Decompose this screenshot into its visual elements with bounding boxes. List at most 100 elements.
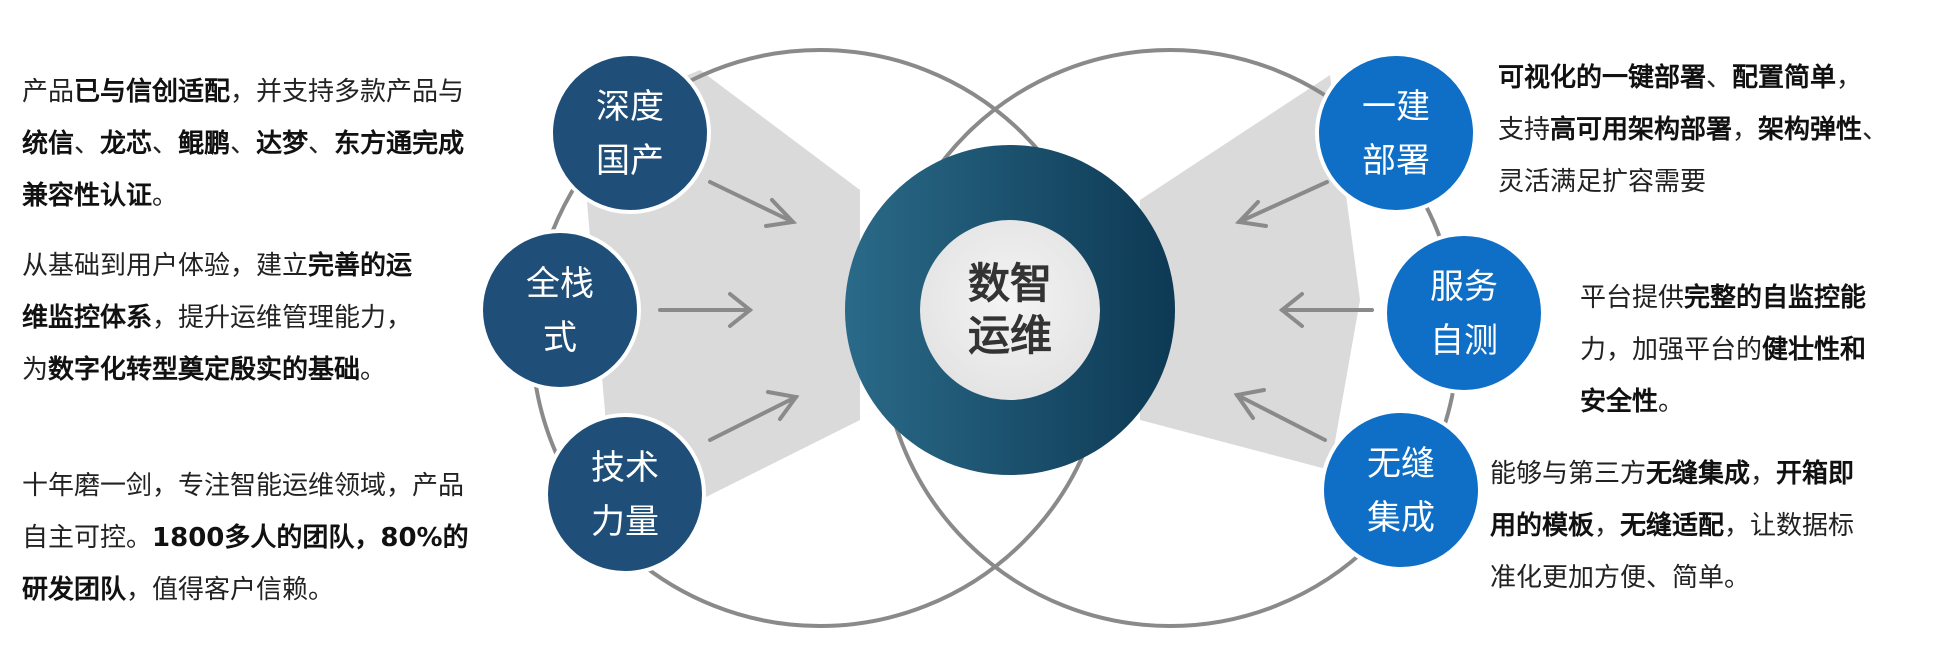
arrow-right-mid: [1278, 292, 1374, 328]
desc-deep-domestic: 产品已与信创适配，并支持多款产品与统信、龙芯、鲲鹏、达梦、东方通完成兼容性认证。: [22, 66, 464, 222]
arrow-left-bottom: [708, 390, 800, 442]
desc-text: 十年磨一剑，专注智能运维领域，产品: [22, 471, 465, 501]
badge-one-click-deploy: 一建 部署: [1315, 52, 1477, 214]
desc-bold-text: 达梦: [256, 129, 309, 159]
badge-circle: [479, 229, 641, 391]
desc-line: 为数字化转型奠定殷实的基础。: [22, 344, 412, 396]
arrow-left-mid: [658, 292, 754, 328]
badge-deep-domestic: 深度 国产: [549, 52, 711, 214]
center-label-line2: 运维: [968, 311, 1052, 360]
desc-text: ，: [1836, 63, 1863, 93]
desc-line: 兼容性认证。: [22, 170, 464, 222]
desc-full-stack: 从基础到用户体验，建立完善的运维监控体系，提升运维管理能力，为数字化转型奠定殷实…: [22, 240, 412, 396]
arrows: [658, 180, 1374, 442]
badge-full-stack: 全栈 式: [479, 229, 641, 391]
badge-self-test: 服务 自测: [1383, 232, 1545, 394]
desc-line: 支持高可用架构部署，架构弹性、: [1498, 104, 1888, 156]
desc-text: 准化更加方便、简单。: [1490, 563, 1751, 593]
badge-circle: [1383, 232, 1545, 394]
desc-bold-text: 开箱即: [1776, 459, 1855, 489]
desc-text: ，: [1750, 459, 1777, 489]
arrow-right-bottom: [1233, 388, 1327, 442]
desc-bold-text: 健壮性和: [1762, 335, 1867, 365]
badge-label-line1: 技术: [591, 448, 659, 488]
badge-label-line2: 部署: [1362, 141, 1430, 181]
desc-text: ，并支持多款产品与: [230, 77, 465, 107]
desc-line: 产品已与信创适配，并支持多款产品与: [22, 66, 464, 118]
center-label-line1: 数智: [968, 259, 1052, 308]
desc-one-click-deploy: 可视化的一键部署、配置简单，支持高可用架构部署，架构弹性、灵活满足扩容需要: [1498, 52, 1888, 208]
desc-bold-text: 架构弹性: [1758, 115, 1863, 145]
desc-bold-text: 完整的自监控能: [1684, 283, 1867, 313]
desc-line: 统信、龙芯、鲲鹏、达梦、东方通完成: [22, 118, 464, 170]
desc-line: 灵活满足扩容需要: [1498, 156, 1888, 208]
badge-label-line1: 全栈: [526, 264, 594, 304]
desc-bold-text: 兼容性认证: [22, 181, 153, 211]
badge-label-line2: 自测: [1430, 321, 1498, 361]
desc-bold-text: 数字化转型奠定殷实的基础: [48, 355, 361, 385]
desc-bold-text: 配置简单: [1732, 63, 1837, 93]
desc-bold-text: 无缝适配: [1620, 511, 1725, 541]
desc-bold-text: 高可用架构部署: [1550, 115, 1733, 145]
desc-text: 灵活满足扩容需要: [1498, 167, 1707, 197]
badge-label-line1: 无缝: [1367, 444, 1435, 484]
desc-text: ，值得客户信赖。: [126, 575, 335, 605]
desc-text: 、: [1706, 63, 1733, 93]
badge-label-line2: 式: [543, 318, 577, 358]
desc-line: 从基础到用户体验，建立完善的运: [22, 240, 412, 292]
desc-line: 安全性。: [1580, 376, 1866, 428]
badge-label-line1: 一建: [1362, 87, 1430, 127]
center-core: [920, 220, 1100, 400]
desc-line: 维监控体系，提升运维管理能力，: [22, 292, 412, 344]
desc-text: 、: [308, 129, 335, 159]
badge-label-line1: 服务: [1430, 267, 1498, 307]
desc-line: 研发团队，值得客户信赖。: [22, 564, 469, 616]
desc-tech-power: 十年磨一剑，专注智能运维领域，产品自主可控。1800多人的团队，80%的研发团队…: [22, 460, 469, 616]
desc-line: 准化更加方便、简单。: [1490, 552, 1854, 604]
desc-bold-text: 维监控体系: [22, 303, 153, 333]
desc-text: ，: [1594, 511, 1621, 541]
desc-text: 平台提供: [1580, 283, 1685, 313]
desc-bold-text: 可视化的一键部署: [1498, 63, 1707, 93]
badge-label-line2: 国产: [596, 141, 664, 181]
desc-text: ，提升运维管理能力，: [152, 303, 413, 333]
desc-bold-text: 龙芯: [100, 129, 153, 159]
desc-bold-text: 统信: [22, 129, 75, 159]
badge-circle: [544, 413, 706, 575]
desc-text: 。: [360, 355, 387, 385]
desc-bold-text: 已与信创适配: [74, 77, 231, 107]
desc-text: 为: [22, 355, 49, 385]
badge-seamless: 无缝 集成: [1320, 409, 1482, 571]
badge-circle: [549, 52, 711, 214]
desc-line: 自主可控。1800多人的团队，80%的: [22, 512, 469, 564]
desc-text: 支持: [1498, 115, 1551, 145]
desc-bold-text: 无缝集成: [1646, 459, 1751, 489]
badge-tech-power: 技术 力量: [544, 413, 706, 575]
desc-line: 平台提供完整的自监控能: [1580, 272, 1866, 324]
desc-bold-text: 用的模板: [1490, 511, 1595, 541]
desc-text: 自主可控。: [22, 523, 153, 553]
badge-circle: [1320, 409, 1482, 571]
badge-label-line2: 力量: [591, 502, 659, 542]
desc-bold-text: 鲲鹏: [178, 129, 231, 159]
desc-line: 用的模板，无缝适配，让数据标: [1490, 500, 1854, 552]
desc-text: 、: [230, 129, 257, 159]
desc-bold-text: 东方通完成: [334, 129, 465, 159]
desc-line: 能够与第三方无缝集成，开箱即: [1490, 448, 1854, 500]
desc-text: ，让数据标: [1724, 511, 1855, 541]
desc-text: 、: [1862, 115, 1889, 145]
desc-text: 从基础到用户体验，建立: [22, 251, 309, 281]
desc-text: 、: [74, 129, 101, 159]
desc-seamless: 能够与第三方无缝集成，开箱即用的模板，无缝适配，让数据标准化更加方便、简单。: [1490, 448, 1854, 604]
desc-text: 能够与第三方: [1490, 459, 1647, 489]
desc-bold-text: 安全性: [1580, 387, 1659, 417]
desc-line: 可视化的一键部署、配置简单，: [1498, 52, 1888, 104]
desc-text: 。: [152, 181, 179, 211]
desc-self-test: 平台提供完整的自监控能力，加强平台的健壮性和安全性。: [1580, 272, 1866, 428]
desc-text: 产品: [22, 77, 75, 107]
arrow-left-top: [708, 180, 798, 228]
badge-label-line1: 深度: [596, 87, 664, 127]
desc-line: 力，加强平台的健壮性和: [1580, 324, 1866, 376]
desc-bold-text: 研发团队: [22, 575, 127, 605]
